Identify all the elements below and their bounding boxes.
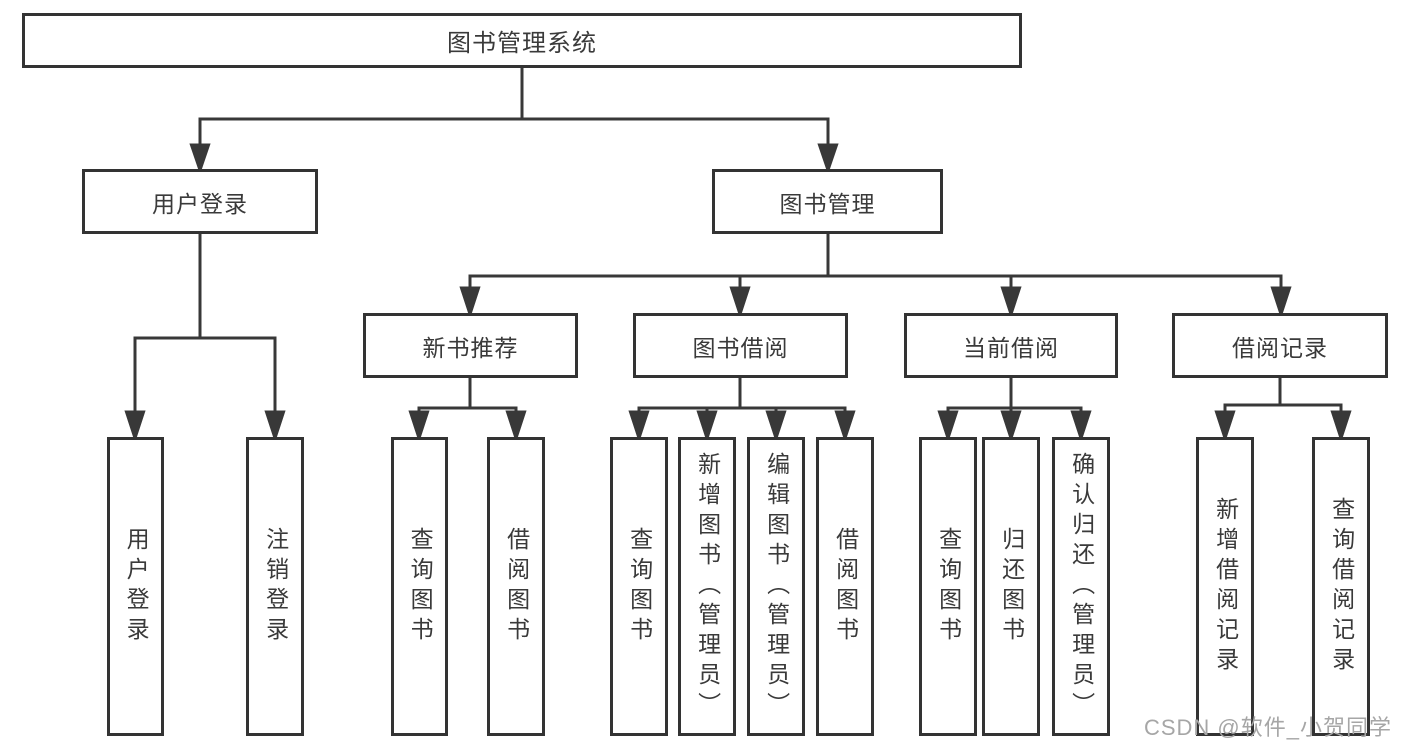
node-leaf-user-login: 用户登录 bbox=[107, 437, 164, 736]
node-leaf-nb-query-books: 查询图书 bbox=[391, 437, 448, 736]
csdn-watermark: CSDN @软件_小贺同学 bbox=[1143, 715, 1392, 740]
node-leaf-bo-borrow-books: 借阅图书 bbox=[816, 437, 874, 736]
node-leaf-bo-query-books: 查询图书 bbox=[610, 437, 668, 736]
node-leaf-logout: 注销登录 bbox=[246, 437, 304, 736]
node-current-borrow: 当前借阅 bbox=[904, 313, 1118, 378]
node-leaf-cu-query-books: 查询图书 bbox=[919, 437, 977, 736]
node-leaf-re-add-record: 新增借阅记录 bbox=[1196, 437, 1254, 736]
node-leaf-bo-edit-books-admin: 编辑图书（管理员） bbox=[747, 437, 805, 736]
node-root-library-system: 图书管理系统 bbox=[22, 13, 1022, 68]
node-leaf-re-query-record: 查询借阅记录 bbox=[1312, 437, 1370, 736]
node-leaf-cu-return-books: 归还图书 bbox=[982, 437, 1040, 736]
node-new-book-recommend: 新书推荐 bbox=[363, 313, 578, 378]
node-leaf-nb-borrow-books: 借阅图书 bbox=[487, 437, 545, 736]
node-user-login-module: 用户登录 bbox=[82, 169, 318, 234]
node-leaf-cu-confirm-return-admin: 确认归还（管理员） bbox=[1052, 437, 1110, 736]
node-book-borrow: 图书借阅 bbox=[633, 313, 848, 378]
node-leaf-bo-add-books-admin: 新增图书（管理员） bbox=[678, 437, 736, 736]
node-book-management-module: 图书管理 bbox=[712, 169, 943, 234]
node-borrow-record: 借阅记录 bbox=[1172, 313, 1388, 378]
